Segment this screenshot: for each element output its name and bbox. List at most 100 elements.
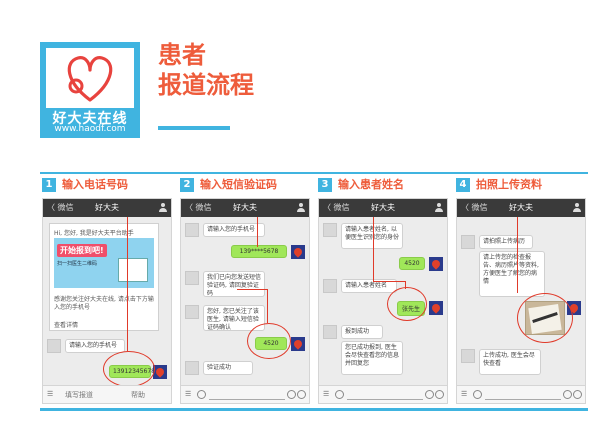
chat-header: 〈 微信 好大夫 — [457, 199, 585, 217]
title-line-1: 患者 — [158, 41, 206, 69]
emoji-icon[interactable] — [425, 390, 434, 399]
haodf-logo: 好大夫在线 www.haodf.com — [40, 42, 140, 138]
step-number: 4 — [456, 178, 470, 192]
callout-line — [127, 217, 128, 351]
card-banner: 开始报到吧! 扫一扫医生二维码 — [54, 238, 154, 288]
footer-menu-icon[interactable]: ☰ — [47, 390, 54, 398]
chat-title: 好大夫 — [509, 203, 533, 212]
assistant-avatar — [185, 305, 199, 319]
footer-right-tab[interactable]: 帮助 — [131, 391, 145, 399]
user-avatar — [429, 257, 443, 271]
chat-footer: ☰ — [457, 385, 585, 403]
highlight-circle — [517, 293, 573, 343]
add-icon[interactable] — [297, 390, 306, 399]
chat-bubble: 报到成功 — [341, 325, 383, 339]
doctor-illustration — [118, 258, 148, 282]
chat-bubble: 请输入患者姓名 — [341, 279, 397, 293]
highlight-circle — [387, 287, 427, 321]
phone-screen: 〈 微信 好大夫 请输入您的手机号 139****5678 我们已向您发送短信验… — [180, 198, 310, 404]
step-label: 输入电话号码 — [62, 178, 128, 191]
user-avatar — [291, 245, 305, 259]
step-label: 拍照上传资料 — [476, 178, 542, 191]
card-title: Hi, 您好, 我是好大夫平台助手 — [54, 230, 134, 237]
chat-title: 好大夫 — [233, 203, 257, 212]
logo-name-text: 好大夫在线 — [52, 111, 128, 127]
footer-menu-icon[interactable]: ☰ — [185, 390, 192, 398]
callout-line — [517, 217, 518, 293]
welcome-card[interactable]: Hi, 您好, 我是好大夫平台助手 开始报到吧! 扫一扫医生二维码 感谢您关注好… — [49, 223, 159, 331]
title-line-2: 报道流程 — [158, 71, 254, 99]
message-input[interactable] — [347, 390, 423, 400]
chat-bubble: 请输入您的手机号 — [65, 339, 125, 353]
callout-line — [257, 217, 258, 247]
chat-bubble: 我们已向您发送短信验证码, 请回复验证码 — [203, 271, 265, 297]
banner-title: 开始报到吧! — [57, 244, 107, 257]
chat-bubble: 请输入您的手机号 — [203, 223, 265, 237]
callout-line — [405, 281, 406, 289]
user-profile-icon[interactable] — [159, 203, 167, 212]
step-4: 4 拍照上传资料 〈 微信 好大夫 请拍照上传病历 请上传您的检查报告、病历照片… — [456, 176, 586, 404]
card-more-link[interactable]: 查看详情 — [54, 322, 79, 329]
assistant-avatar — [185, 271, 199, 285]
chat-bubble: 请拍照上传病历 — [479, 235, 533, 249]
step-4-header: 4 拍照上传资料 — [456, 176, 586, 194]
user-profile-icon[interactable] — [573, 203, 581, 212]
assistant-avatar — [323, 279, 337, 293]
footer-left-tab[interactable]: 填写报道 — [65, 391, 93, 399]
assistant-avatar — [185, 223, 199, 237]
callout-line — [237, 289, 267, 290]
card-description: 感谢您关注好大夫在线, 请点击下方输入您的手机号 — [54, 296, 154, 311]
code-reply: 4520 — [399, 257, 425, 270]
add-icon[interactable] — [573, 390, 582, 399]
user-avatar — [153, 365, 167, 379]
highlight-circle — [247, 323, 291, 359]
chat-footer: ☰ 填写报道 帮助 — [43, 385, 171, 403]
chat-bubble: 请输入患者姓名, 以便医生识别您的身份 — [341, 223, 403, 249]
chat-footer: ☰ — [319, 385, 447, 403]
footer-menu-icon[interactable]: ☰ — [323, 390, 330, 398]
assistant-avatar — [47, 339, 61, 353]
step-1-header: 1 输入电话号码 — [42, 176, 172, 194]
footer-menu-icon[interactable]: ☰ — [461, 390, 468, 398]
assistant-avatar — [323, 325, 337, 339]
chat-header: 〈 微信 好大夫 — [319, 199, 447, 217]
back-button[interactable]: 〈 微信 — [47, 203, 74, 212]
step-number: 1 — [42, 178, 56, 192]
banner-subtitle: 扫一扫医生二维码 — [57, 261, 98, 267]
assistant-avatar — [461, 349, 475, 363]
back-button[interactable]: 〈 微信 — [461, 203, 488, 212]
page-title: 患者 报道流程 — [158, 40, 254, 100]
chat-header: 〈 微信 好大夫 — [43, 199, 171, 217]
phone-number-reply: 139****5678 — [231, 245, 287, 258]
back-button[interactable]: 〈 微信 — [185, 203, 212, 212]
voice-icon[interactable] — [335, 390, 344, 399]
message-input[interactable] — [485, 390, 561, 400]
phone-screen: 〈 微信 好大夫 Hi, 您好, 我是好大夫平台助手 开始报到吧! 扫一扫医生二… — [42, 198, 172, 404]
chat-footer: ☰ — [181, 385, 309, 403]
chat-bubble: 您已成功报到, 医生会尽快查看您的信息并回复您 — [341, 341, 403, 375]
step-label: 输入短信验证码 — [200, 178, 277, 191]
chat-bubble: 请上传您的检查报告、病历照片等资料, 方便医生了解您的病情 — [479, 251, 545, 297]
voice-icon[interactable] — [473, 390, 482, 399]
chat-title: 好大夫 — [371, 203, 395, 212]
bottom-divider — [40, 408, 588, 411]
phone-screen: 〈 微信 好大夫 请输入患者姓名, 以便医生识别您的身份 4520 请输入患者姓… — [318, 198, 448, 404]
phone-screen: 〈 微信 好大夫 请拍照上传病历 请上传您的检查报告、病历照片等资料, 方便医生… — [456, 198, 586, 404]
user-profile-icon[interactable] — [435, 203, 443, 212]
user-profile-icon[interactable] — [297, 203, 305, 212]
add-icon[interactable] — [435, 390, 444, 399]
highlight-circle — [103, 351, 155, 387]
callout-line — [267, 289, 268, 323]
emoji-icon[interactable] — [563, 390, 572, 399]
back-button[interactable]: 〈 微信 — [323, 203, 350, 212]
user-avatar — [291, 337, 305, 351]
step-2: 2 输入短信验证码 〈 微信 好大夫 请输入您的手机号 139****5678 … — [180, 176, 310, 404]
message-input[interactable] — [209, 390, 285, 400]
logo-url-text: www.haodf.com — [54, 124, 126, 134]
assistant-avatar — [185, 361, 199, 375]
callout-line — [373, 217, 374, 281]
emoji-icon[interactable] — [287, 390, 296, 399]
step-number: 3 — [318, 178, 332, 192]
voice-icon[interactable] — [197, 390, 206, 399]
